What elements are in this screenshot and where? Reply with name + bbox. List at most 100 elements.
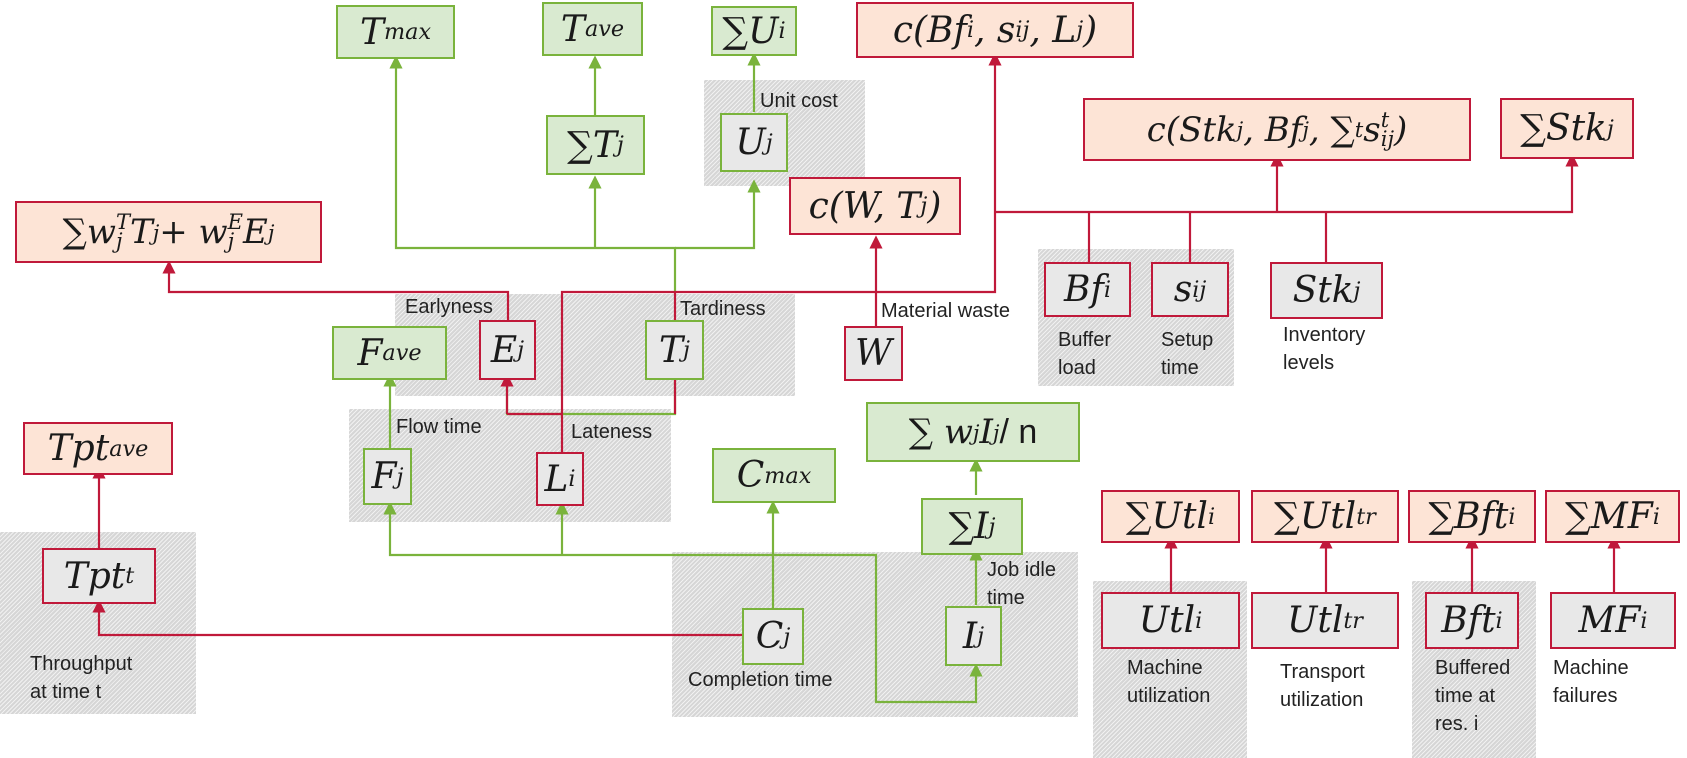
t-ave-base: T bbox=[560, 8, 585, 50]
c-max-sub: max bbox=[764, 462, 812, 489]
weighted-sub3: j bbox=[227, 228, 235, 253]
t-j-base: T bbox=[659, 329, 684, 371]
label-completion-time: Completion time bbox=[688, 669, 833, 691]
t-max-sub: max bbox=[383, 19, 432, 45]
f-ave-sub: ave bbox=[382, 340, 422, 366]
f-ave-base: F bbox=[357, 332, 383, 374]
sum-utl-i-sub: i bbox=[1207, 503, 1216, 530]
label-tardiness: Tardiness bbox=[680, 298, 766, 320]
label-earlyness: Earlyness bbox=[405, 296, 493, 318]
c-stk-mid3: s bbox=[1363, 109, 1381, 150]
c-stk-sub1: j bbox=[1236, 117, 1244, 142]
label-material-waste: Material waste bbox=[881, 300, 1010, 322]
weighted-sup1: T bbox=[115, 209, 131, 235]
i-j-base: I bbox=[962, 615, 978, 657]
s-ij-base: s bbox=[1173, 269, 1193, 310]
t-max-base: T bbox=[359, 11, 384, 53]
sum-bft-i-base: ∑Bft bbox=[1428, 496, 1509, 537]
label-flow-time: Flow time bbox=[396, 416, 482, 438]
c-bf-sub1: i bbox=[966, 17, 974, 43]
utl-i-sub: i bbox=[1195, 607, 1203, 634]
sum-stk-sub: j bbox=[1606, 115, 1614, 142]
c-j-base: C bbox=[755, 616, 784, 657]
label-machine-util-2: utilization bbox=[1127, 685, 1211, 707]
weighted-sub4: j bbox=[267, 219, 275, 245]
c-bf-sub3: j bbox=[1076, 17, 1084, 43]
l-i-sub: i bbox=[568, 466, 576, 492]
label-machine-fail-1: Machine bbox=[1553, 657, 1629, 679]
e-j-base: E bbox=[490, 329, 518, 371]
weighted-sup3: E bbox=[227, 209, 244, 235]
label-buffer-load-1: Buffer bbox=[1058, 329, 1111, 351]
label-machine-util-1: Machine bbox=[1127, 657, 1203, 679]
label-lateness: Lateness bbox=[571, 421, 653, 443]
c-bf-mid1: , s bbox=[973, 9, 1016, 51]
label-buffered-3: res. i bbox=[1435, 713, 1479, 735]
bf-i-base: Bf bbox=[1064, 269, 1104, 310]
sum-wi-sub2: j bbox=[992, 419, 1000, 445]
weighted-sub2: j bbox=[152, 219, 160, 245]
label-inventory-1: Inventory bbox=[1283, 324, 1366, 346]
i-j-sub: j bbox=[977, 623, 985, 649]
c-bf-text: c(Bf bbox=[892, 9, 967, 51]
c-stk-sub2: j bbox=[1302, 117, 1309, 142]
sum-utl-tr-base: ∑Utl bbox=[1274, 496, 1357, 537]
hatch-throughput bbox=[0, 532, 196, 714]
f-j-sub: j bbox=[396, 463, 404, 490]
c-stk-mid2: , ∑ bbox=[1308, 109, 1355, 150]
u-j-base: U bbox=[735, 122, 766, 163]
weighted-p2: T bbox=[130, 212, 153, 252]
c-max-base: C bbox=[736, 455, 765, 496]
sum-i-j-base: ∑I bbox=[948, 506, 989, 547]
sum-wi-p3: / n bbox=[999, 412, 1038, 451]
bf-i-sub: i bbox=[1103, 276, 1111, 303]
sum-t-j-base: ∑T bbox=[567, 124, 617, 166]
label-machine-fail-2: failures bbox=[1553, 685, 1618, 707]
l-i-base: L bbox=[544, 458, 569, 500]
c-bf-end: ) bbox=[1083, 9, 1098, 51]
c-bf-mid2: , L bbox=[1029, 9, 1077, 51]
s-ij-sub: ij bbox=[1192, 276, 1207, 303]
node-w: W bbox=[844, 326, 903, 381]
c-stk-end: ) bbox=[1394, 109, 1408, 150]
t-j-sub: j bbox=[683, 337, 690, 363]
bft-i-base: Bft bbox=[1441, 600, 1496, 641]
tpt-ave-base: Tpt bbox=[47, 428, 110, 469]
sum-mf-i-base: ∑MF bbox=[1565, 496, 1653, 537]
weighted-sub1: j bbox=[115, 228, 123, 253]
tpt-t-sub: t bbox=[125, 563, 135, 589]
label-transport-util-1: Transport bbox=[1280, 661, 1365, 683]
sum-utl-i-base: ∑Utl bbox=[1125, 496, 1208, 537]
c-stk-text: c(Stk bbox=[1146, 109, 1237, 150]
stk-j-base: Stk bbox=[1292, 270, 1354, 311]
label-setup-time-1: Setup bbox=[1161, 329, 1214, 351]
label-buffer-load-2: load bbox=[1058, 357, 1096, 379]
sum-i-j-sub: j bbox=[988, 513, 996, 540]
f-j-base: F bbox=[371, 456, 397, 497]
